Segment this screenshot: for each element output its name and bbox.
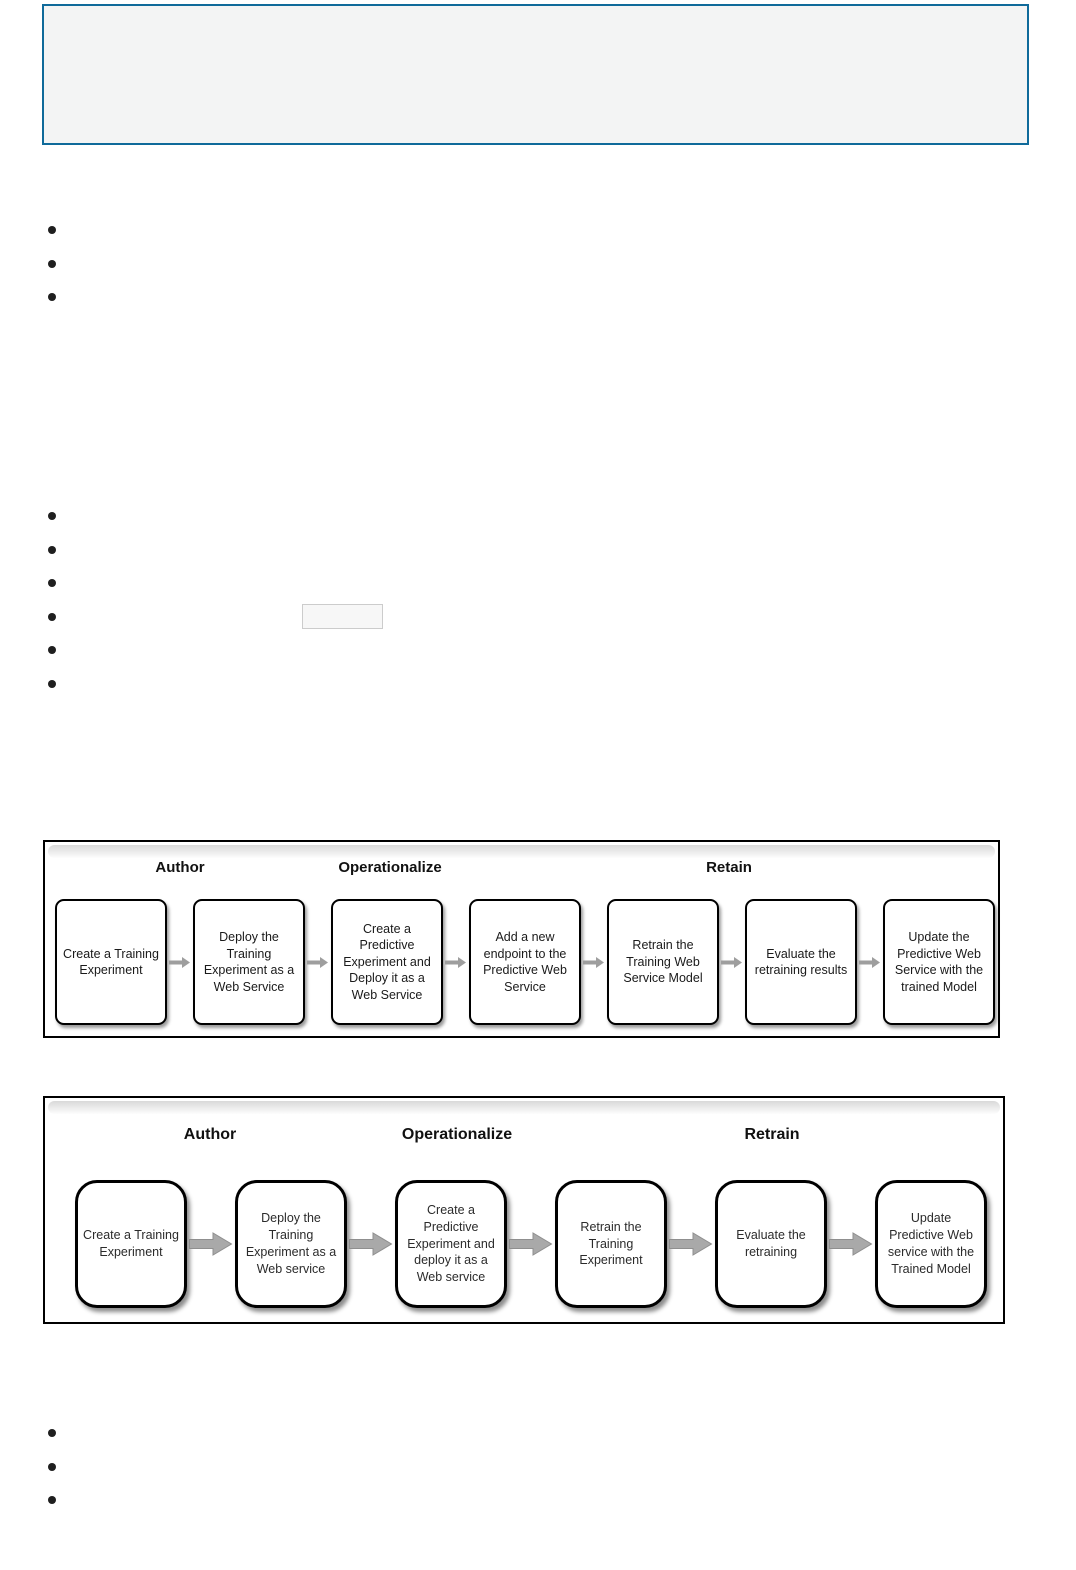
arrow-right-icon — [719, 956, 745, 969]
workflow-step: Create a Training Experiment — [55, 899, 167, 1025]
workflow-step: Evaluate the retraining — [715, 1180, 827, 1308]
list-bullet — [48, 226, 56, 234]
phase-label-author: Author — [183, 1126, 237, 1143]
arrow-right-icon — [857, 956, 883, 969]
workflow-step-label: Create a Predictive Experiment and deplo… — [407, 1202, 495, 1285]
workflow-step-label: Create a Training Experiment — [83, 1228, 179, 1259]
arrow-right-icon — [507, 1230, 555, 1258]
workflow-step: Deploy the Training Experiment as a Web … — [193, 899, 305, 1025]
bullet-list-bottom — [48, 1429, 56, 1530]
list-bullet — [48, 1496, 56, 1505]
list-bullet — [48, 646, 56, 655]
phase-label-retain: Retain — [706, 859, 752, 876]
workflow-step-label: Retrain the Training Web Service Model — [623, 938, 703, 986]
inline-button[interactable] — [302, 604, 383, 629]
workflow-step: Retrain the Training Experiment — [555, 1180, 667, 1308]
workflow-step: Update Predictive Web service with the T… — [875, 1180, 987, 1308]
workflow-step-label: Create a Training Experiment — [63, 946, 159, 978]
arrow-right-icon — [581, 956, 607, 969]
workflow-step-label: Deploy the Training Experiment as a Web … — [245, 1211, 337, 1276]
workflow-step: Add a new endpoint to the Predictive Web… — [469, 899, 581, 1025]
workflow-step: Deploy the Training Experiment as a Web … — [235, 1180, 347, 1308]
list-bullet — [48, 679, 56, 688]
list-bullet — [48, 512, 56, 520]
arrow-right-icon — [667, 1230, 715, 1258]
workflow-step-label: Evaluate the retraining results — [754, 946, 848, 978]
list-bullet — [48, 293, 56, 302]
list-bullet — [48, 1429, 56, 1437]
steps-row: Create a Training Experiment Deploy the T… — [75, 1180, 987, 1308]
arrow-right-icon — [827, 1230, 875, 1258]
diagram-top-gradient — [48, 1101, 1000, 1114]
workflow-step: Create a Training Experiment — [75, 1180, 187, 1308]
workflow-step-label: Add a new endpoint to the Predictive Web… — [483, 930, 567, 994]
diagram-top-gradient — [48, 845, 995, 858]
note-banner — [42, 4, 1029, 145]
bullet-list-top — [48, 226, 56, 327]
retrain-workflow-diagram-classic: Author Operationalize Retain Create a Tr… — [43, 840, 1000, 1038]
list-bullet — [48, 612, 56, 621]
arrow-right-icon — [347, 1230, 395, 1258]
phase-label-operationalize: Operationalize — [401, 1126, 513, 1143]
phase-label-retrain: Retrain — [744, 1126, 800, 1143]
list-bullet — [48, 259, 56, 268]
workflow-step-label: Update the Predictive Web Service with t… — [894, 930, 984, 994]
retrain-workflow-diagram-new: Author Operationalize Retrain Create a T… — [43, 1096, 1005, 1324]
steps-row: Create a Training Experiment Deploy the T… — [55, 899, 995, 1025]
workflow-step-label: Evaluate the retraining — [736, 1228, 806, 1259]
phase-label-author: Author — [155, 859, 205, 876]
arrow-right-icon — [443, 956, 469, 969]
workflow-step: Create a Predictive Experiment and Deplo… — [331, 899, 443, 1025]
workflow-step-label: Deploy the Training Experiment as a Web … — [203, 930, 295, 994]
workflow-step: Retrain the Training Web Service Model — [607, 899, 719, 1025]
bullet-list-middle — [48, 512, 56, 714]
list-bullet — [48, 545, 56, 554]
arrow-right-icon — [167, 956, 193, 969]
arrow-right-icon — [187, 1230, 235, 1258]
workflow-step: Evaluate the retraining results — [745, 899, 857, 1025]
workflow-step-label: Update Predictive Web service with the T… — [887, 1211, 975, 1276]
phase-label-operationalize: Operationalize — [338, 859, 442, 876]
list-bullet — [48, 1462, 56, 1471]
workflow-step-label: Retrain the Training Experiment — [579, 1219, 643, 1268]
workflow-step-label: Create a Predictive Experiment and Deplo… — [343, 921, 431, 1002]
arrow-right-icon — [305, 956, 331, 969]
list-bullet — [48, 579, 56, 588]
workflow-step: Create a Predictive Experiment and deplo… — [395, 1180, 507, 1308]
workflow-step: Update the Predictive Web Service with t… — [883, 899, 995, 1025]
